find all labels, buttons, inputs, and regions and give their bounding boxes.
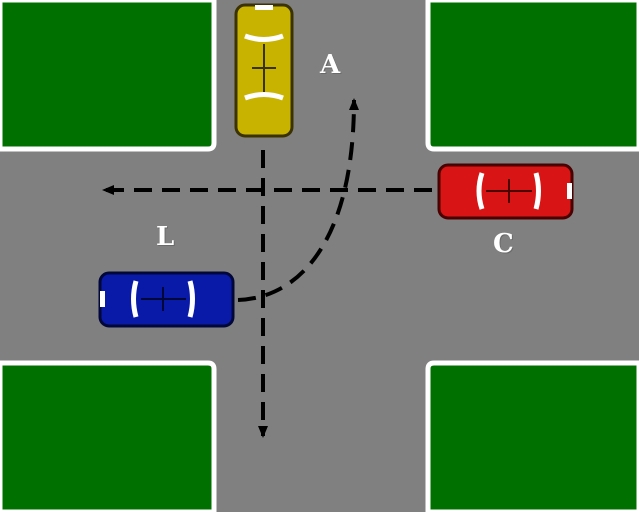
car-c (437, 163, 574, 220)
grass-corner-top-right (425, 0, 639, 152)
car-c-label: C (493, 229, 514, 259)
grass-corner-bottom-right (425, 360, 639, 512)
car-a-label: A (320, 50, 341, 80)
car-l-label: L (156, 222, 175, 252)
grass-corner-top-left (0, 0, 217, 152)
path-car-l-left-turn (237, 98, 359, 302)
grass-corner-bottom-left (0, 360, 217, 512)
car-l (98, 271, 235, 328)
car-a (234, 3, 294, 138)
